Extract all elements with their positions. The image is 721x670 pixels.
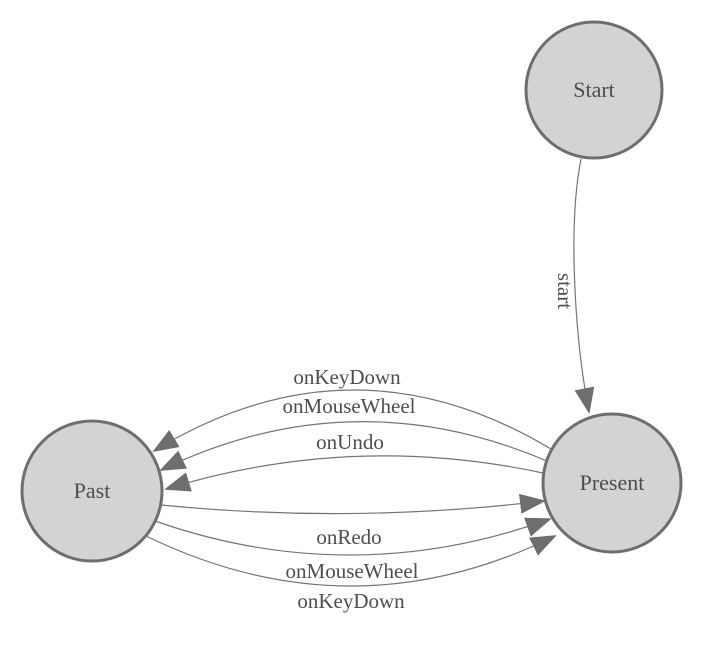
edge-label-start: start — [553, 273, 577, 309]
edge-present-to-past-onundo — [164, 455, 544, 492]
edge-present-to-past-onmousewheel — [159, 421, 548, 471]
edge-label-onkeydown-bottom: onKeyDown — [297, 589, 405, 613]
edge-label-onmousewheel-top: onMouseWheel — [283, 394, 416, 418]
edge-layer — [145, 158, 595, 587]
edge-past-to-present-onredo — [160, 493, 546, 515]
label-layer: Start Present Past start onKeyDown onMou… — [74, 77, 645, 613]
node-layer — [20, 20, 683, 563]
edge-label-onmousewheel-bottom: onMouseWheel — [286, 559, 419, 583]
edge-start-to-present — [573, 158, 595, 414]
node-start-label: Start — [573, 77, 615, 102]
edge-label-onredo: onRedo — [316, 525, 381, 549]
node-start — [524, 20, 664, 160]
node-past-label: Past — [74, 478, 111, 503]
edge-past-to-present-onkeydown — [145, 535, 557, 587]
edge-label-onkeydown-top: onKeyDown — [293, 365, 401, 389]
edge-present-to-past-onkeydown — [152, 389, 552, 453]
node-past — [20, 419, 164, 563]
node-present — [541, 412, 683, 554]
node-present-label: Present — [580, 470, 645, 495]
edge-past-to-present-onmousewheel — [154, 517, 552, 556]
edge-label-onundo: onUndo — [316, 430, 384, 454]
